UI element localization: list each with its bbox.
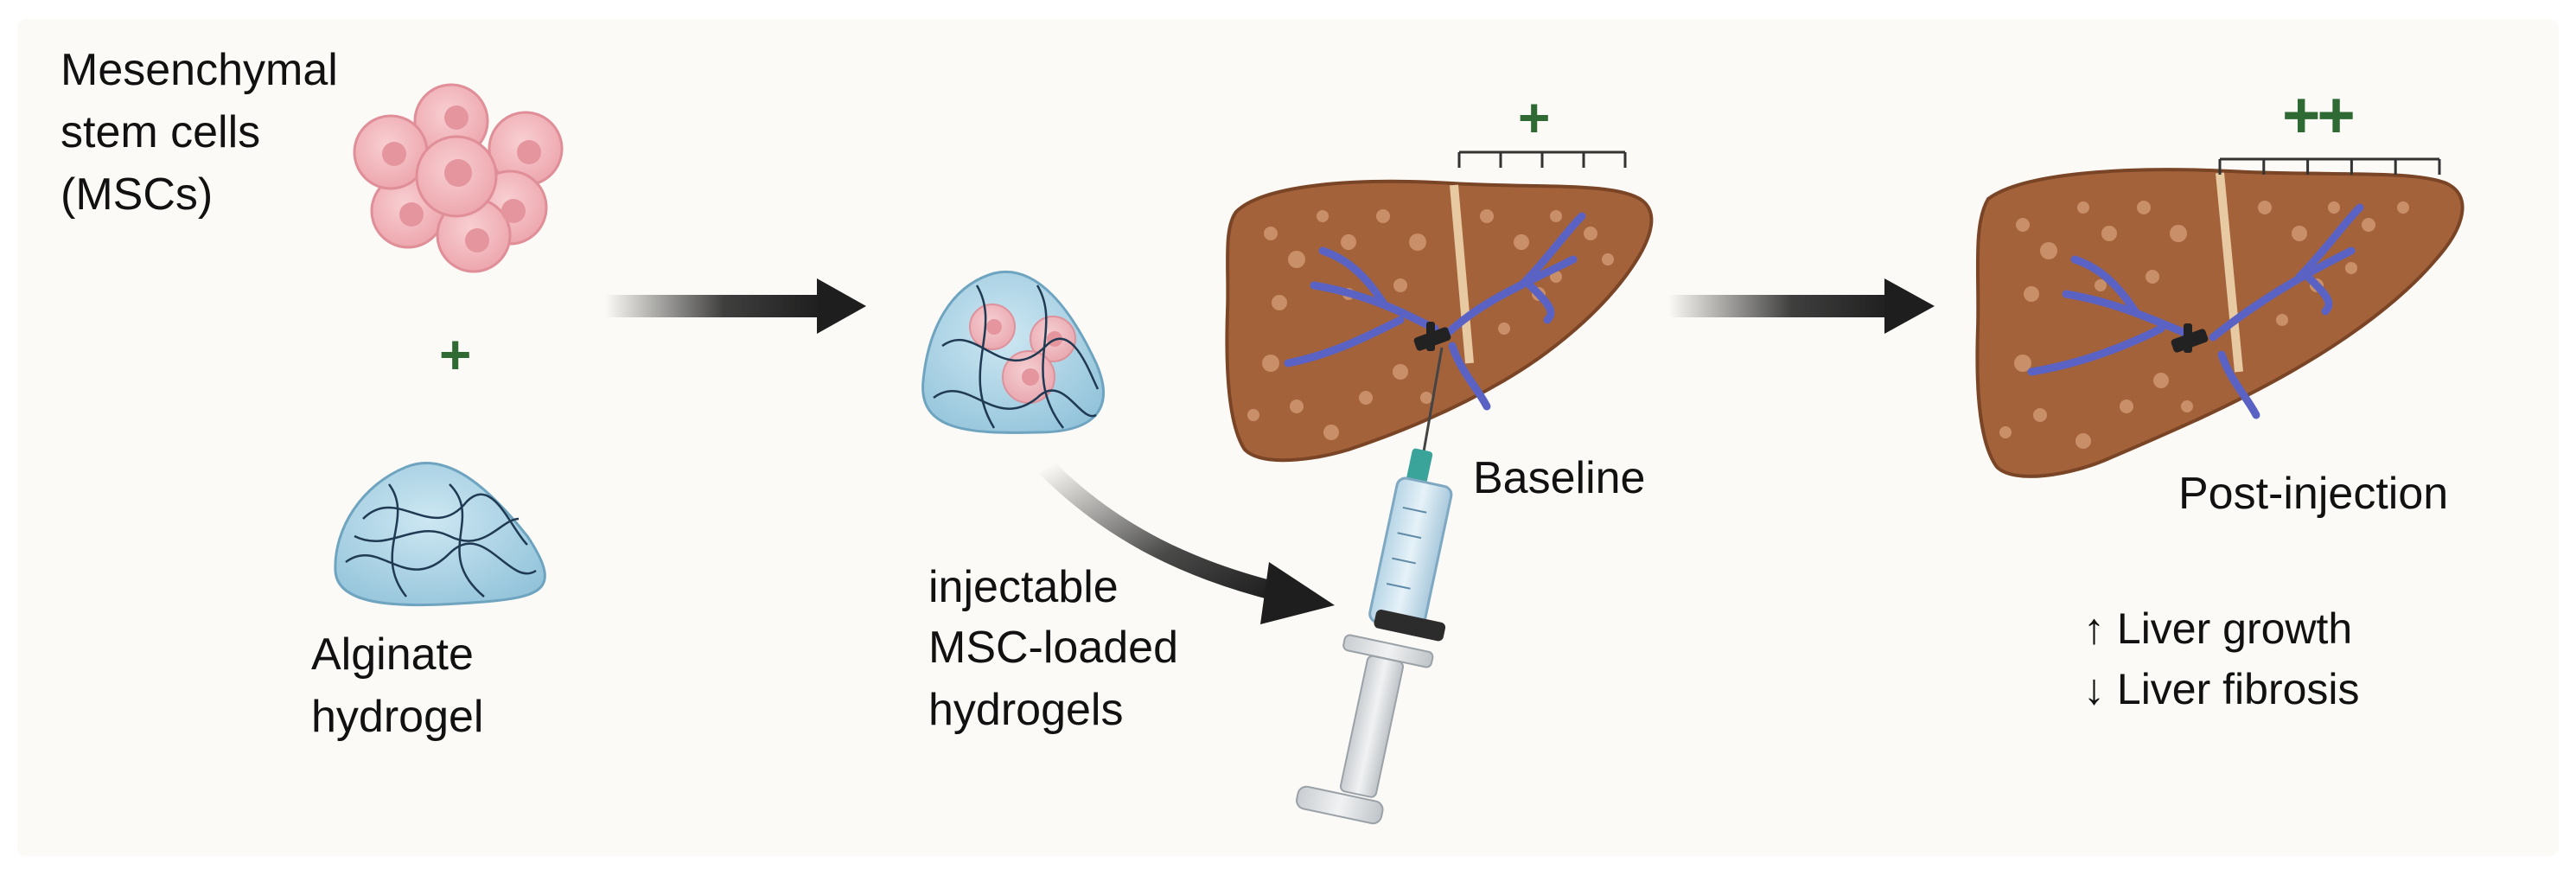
baseline-vessel-network xyxy=(1284,212,1586,411)
post-injection-liver-icon xyxy=(1975,168,2464,478)
baseline-label: Baseline xyxy=(1473,453,1646,503)
alginate-label-line2: hydrogel xyxy=(311,692,484,742)
post-injection-label: Post-injection xyxy=(2178,469,2449,519)
injectable-label-line2: MSC-loaded xyxy=(928,623,1179,673)
injectable-label-line3: hydrogels xyxy=(928,685,1124,735)
baseline-fibrosis-score: + xyxy=(1518,86,1551,149)
post-fibrosis-scale xyxy=(2218,157,2441,175)
curved-arrow-to-syringe xyxy=(1039,460,1335,624)
msc-loaded-hydrogel-icon xyxy=(921,270,1105,434)
outcome-liver-fibrosis: ↓ Liver fibrosis xyxy=(2083,665,2360,713)
msc-label-line2: stem cells xyxy=(61,107,261,157)
alginate-hydrogel-icon xyxy=(334,462,546,607)
alginate-label-line1: Alginate xyxy=(311,630,474,680)
combine-plus-sign: + xyxy=(439,323,472,386)
arrow-to-loaded-hydrogel xyxy=(605,278,866,334)
post-clamp-icon xyxy=(2171,323,2209,353)
baseline-liver-nodules xyxy=(1247,209,1614,440)
msc-label-line3: (MSCs) xyxy=(61,169,214,220)
msc-label-line1: Mesenchymal xyxy=(61,45,338,95)
baseline-clamp-icon xyxy=(1413,322,1451,351)
baseline-liver-icon xyxy=(1225,179,1654,463)
outcome-liver-growth: ↑ Liver growth xyxy=(2083,604,2353,653)
post-fibrosis-score: ++ xyxy=(2282,79,2356,152)
baseline-fibrosis-scale xyxy=(1457,150,1627,168)
post-vessel-network xyxy=(2027,203,2364,419)
arrow-to-post-injection xyxy=(1668,278,1935,334)
syringe-icon xyxy=(1296,347,1453,825)
injectable-label-line1: injectable xyxy=(928,562,1119,612)
msc-cluster-icon xyxy=(353,83,564,273)
